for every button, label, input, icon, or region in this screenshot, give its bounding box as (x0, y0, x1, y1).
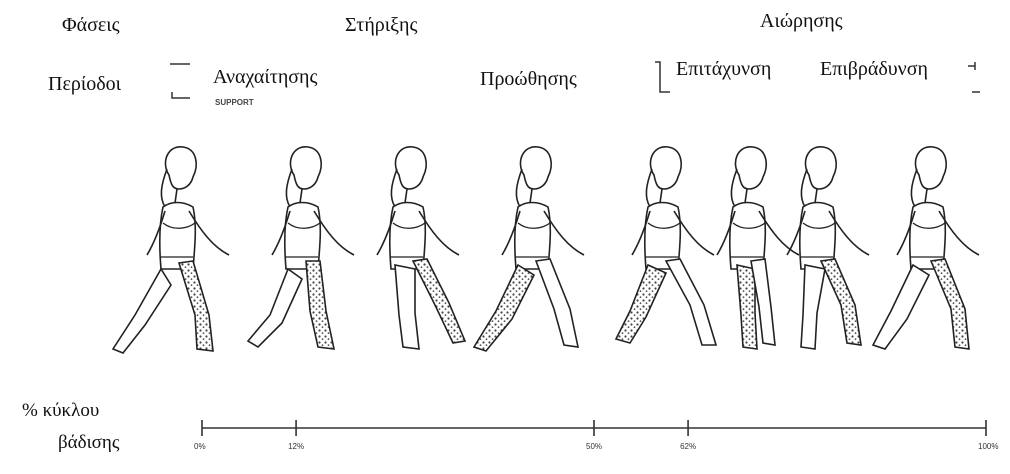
walking-figure-8 (873, 147, 979, 349)
cycle-label-line2: βάδισης (58, 432, 119, 454)
timeline-tick-label: 62% (680, 442, 696, 451)
walking-figure-2 (248, 147, 354, 349)
walking-figure-7 (787, 147, 869, 349)
walking-figure-3 (377, 147, 465, 349)
bracket-mark (172, 92, 190, 98)
timeline-tick-label: 50% (586, 442, 602, 451)
bracket-mark (655, 62, 670, 92)
walking-figure-5 (616, 147, 716, 345)
timeline-tick-label: 100% (978, 442, 998, 451)
bracket-mark (968, 62, 975, 70)
timeline-tick-label: 0% (194, 442, 206, 451)
walking-figure-6 (717, 147, 799, 349)
gait-cycle-timeline (202, 420, 986, 436)
walking-figure-1 (113, 147, 229, 353)
cycle-label-line1: % κύκλου (22, 400, 99, 422)
timeline-tick-label: 12% (288, 442, 304, 451)
walking-figure-4 (474, 147, 584, 351)
